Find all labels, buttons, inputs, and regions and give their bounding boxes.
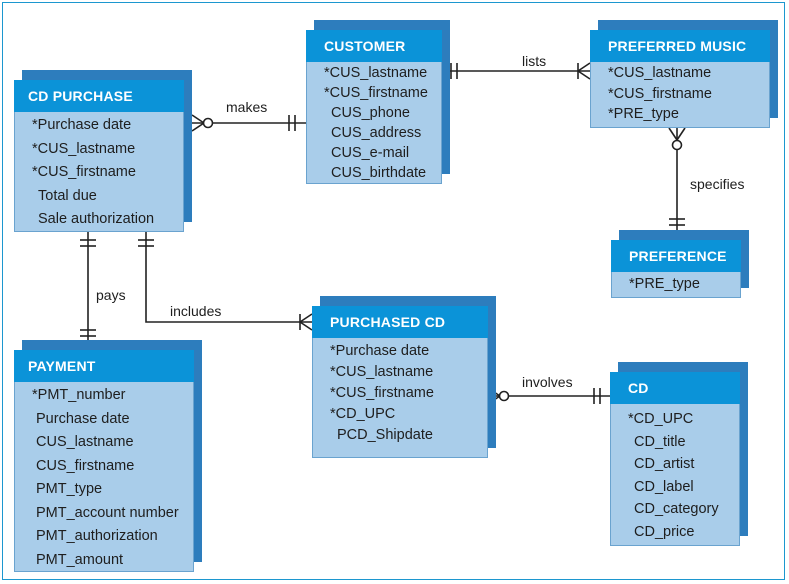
attribute: PMT_account number — [36, 504, 179, 521]
entity-title: CUSTOMER — [306, 30, 442, 62]
attribute: *CUS_firstname — [330, 385, 434, 401]
rel-specifies-line — [668, 127, 686, 240]
rel-lists-line — [443, 62, 591, 80]
attribute: CD_label — [634, 478, 694, 495]
attribute: CUS_e-mail — [331, 145, 410, 161]
entity-payment: PAYMENT *PMT_number Purchase date CUS_la… — [14, 340, 202, 572]
attribute: *CUS_lastname — [330, 364, 434, 380]
attribute: CUS_phone — [331, 105, 410, 121]
attribute: Total due — [38, 187, 97, 204]
attribute: *CUS_firstname — [32, 164, 136, 180]
attribute: *PRE_type — [629, 276, 700, 292]
attribute: CD_artist — [634, 456, 695, 472]
attribute: *CD_UPC — [628, 411, 694, 427]
entity-title: PAYMENT — [14, 350, 194, 382]
attribute: PMT_type — [36, 481, 103, 497]
attribute: *CD_UPC — [330, 406, 396, 422]
attribute: *CUS_firstname — [324, 85, 428, 101]
attribute: *CUS_lastname — [608, 65, 712, 81]
entity-title: CD — [610, 372, 740, 404]
entity-title: PREFERENCE — [611, 240, 741, 272]
entity-title: PURCHASED CD — [312, 306, 488, 338]
attribute: CD_category — [634, 501, 719, 517]
label-includes: includes — [170, 303, 222, 319]
entity-title: PREFERRED MUSIC — [590, 30, 770, 62]
label-makes: makes — [226, 99, 268, 115]
attribute: CUS_firstname — [36, 457, 135, 474]
entity-preferred-music: PREFERRED MUSIC *CUS_lastname *CUS_first… — [590, 20, 778, 128]
rel-involves-line — [487, 387, 610, 405]
attribute: CD_price — [634, 523, 695, 540]
attribute: *CUS_lastname — [32, 140, 136, 157]
attribute: CUS_lastname — [36, 434, 134, 450]
entity-cd-purchase: CD PURCHASE *Purchase date *CUS_lastname… — [14, 70, 192, 232]
attribute: *Purchase date — [32, 117, 132, 133]
rel-pays-line — [80, 232, 96, 346]
attribute: PCD_Shipdate — [337, 427, 433, 443]
label-pays: pays — [96, 287, 126, 303]
entity-customer: CUSTOMER *CUS_lastname *CUS_firstname CU… — [306, 20, 450, 184]
attribute: Sale authorization — [38, 211, 155, 227]
attribute: CUS_address — [331, 125, 422, 141]
attribute: CUS_birthdate — [331, 165, 427, 181]
entity-purchased-cd: PURCHASED CD *Purchase date *CUS_lastnam… — [312, 296, 496, 458]
attribute: PMT_authorization — [36, 528, 158, 544]
attribute: *PMT_number — [32, 387, 126, 403]
attribute: *CUS_firstname — [608, 85, 712, 102]
label-lists: lists — [522, 53, 547, 69]
attribute: PMT_amount — [36, 551, 124, 568]
attribute: *Purchase date — [330, 343, 430, 359]
entity-title: CD PURCHASE — [14, 80, 184, 112]
attribute: CD_title — [634, 433, 686, 450]
attribute: *PRE_type — [608, 106, 679, 122]
rel-makes-line — [191, 114, 306, 132]
label-involves: involves — [522, 374, 573, 390]
entity-cd: CD *CD_UPC CD_title CD_artist CD_label C… — [610, 362, 748, 546]
attribute: Purchase date — [36, 410, 130, 427]
attribute: *CUS_lastname — [324, 65, 428, 81]
label-specifies: specifies — [690, 176, 745, 192]
rel-includes-line — [138, 232, 313, 331]
entity-preference: PREFERENCE *PRE_type — [611, 230, 749, 298]
